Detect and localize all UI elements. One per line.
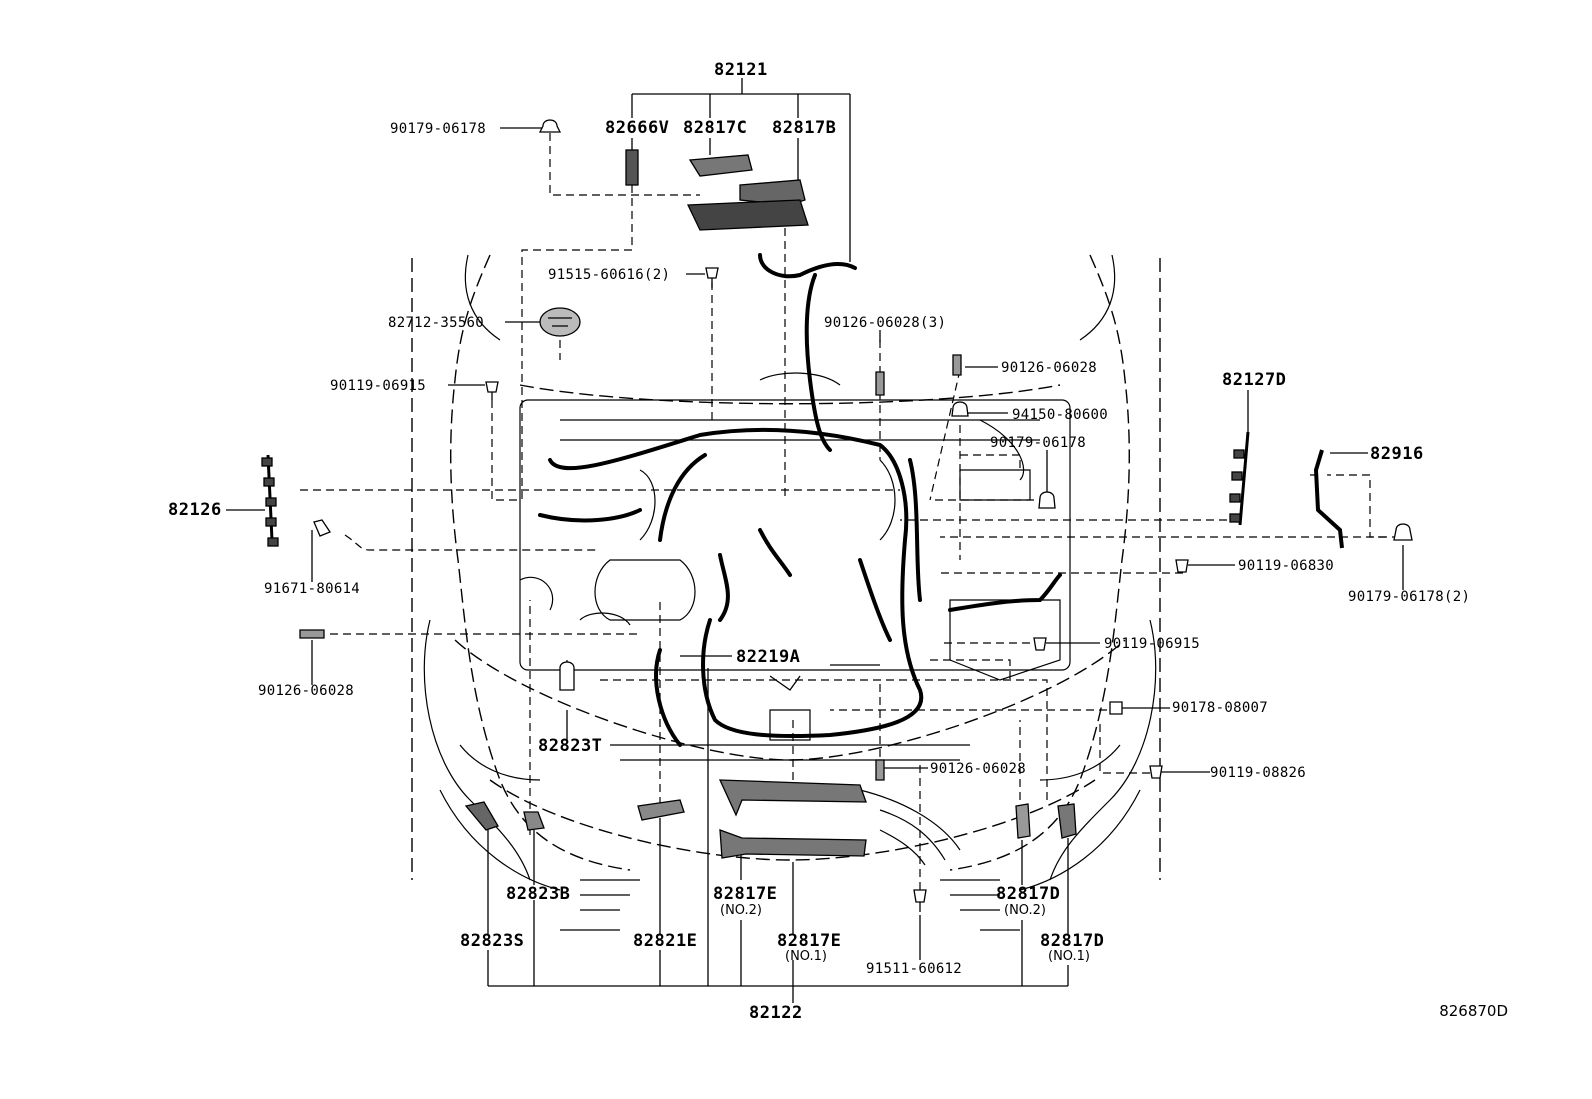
label-90179-06178-top: 90179-06178 <box>390 121 487 137</box>
label-94150-80600: 94150-80600 <box>1012 407 1109 423</box>
label-82126: 82126 <box>168 500 222 520</box>
label-82712-35560: 82712-35560 <box>388 315 485 331</box>
label-82817e-no1-sub: (NO.1) <box>785 949 827 964</box>
label-82916: 82916 <box>1370 444 1424 464</box>
engine-components <box>519 372 1071 741</box>
label-82666v: 82666V <box>605 118 670 138</box>
label-90179-06178-mid: 90179-06178 <box>990 435 1087 451</box>
label-82121: 82121 <box>714 60 768 80</box>
label-82817d-no1-sub: (NO.1) <box>1048 949 1090 964</box>
label-82127d: 82127D <box>1222 370 1287 390</box>
label-90126-06028-left: 90126-06028 <box>258 683 355 699</box>
label-91511-60612: 91511-60612 <box>866 961 963 977</box>
label-90178-08007: 90178-08007 <box>1172 700 1269 716</box>
wire-harness <box>538 253 1062 747</box>
label-90126-06028-lower: 90126-06028 <box>930 761 1027 777</box>
label-82817b: 82817B <box>772 118 837 138</box>
dashed-leaders <box>300 133 1400 890</box>
label-90119-08826: 90119-08826 <box>1210 765 1307 781</box>
label-90179-06178-2: 90179-06178(2) <box>1348 589 1471 605</box>
label-82823s: 82823S <box>460 931 525 951</box>
catalog-number: 826870D <box>1439 1002 1508 1020</box>
label-90119-06915-right: 90119-06915 <box>1104 636 1201 652</box>
bracket-lines <box>226 78 1404 1003</box>
label-82817d-no2: 82817D <box>996 884 1061 904</box>
small-parts <box>261 119 1413 912</box>
label-91671-80614: 91671-80614 <box>264 581 361 597</box>
label-82122: 82122 <box>749 1003 803 1023</box>
label-82817e-no1: 82817E <box>777 931 842 951</box>
label-82219a: 82219A <box>736 647 801 667</box>
label-82817c: 82817C <box>683 118 748 138</box>
label-82817e-no2-sub: (NO.2) <box>720 903 762 918</box>
label-91515-60616: 91515-60616(2) <box>548 267 671 283</box>
label-90126-06028-right: 90126-06028 <box>1001 360 1098 376</box>
label-82817d-no1: 82817D <box>1040 931 1105 951</box>
vehicle-body-solid <box>423 254 1157 931</box>
label-82817e-no2: 82817E <box>713 884 778 904</box>
label-90119-06830: 90119-06830 <box>1238 558 1335 574</box>
label-90126-06028-3: 90126-06028(3) <box>824 315 947 331</box>
label-82821e: 82821E <box>633 931 698 951</box>
label-82823b: 82823B <box>506 884 571 904</box>
label-90119-06915-left: 90119-06915 <box>330 378 427 394</box>
label-82823t: 82823T <box>538 736 603 756</box>
label-82817d-no2-sub: (NO.2) <box>1004 903 1046 918</box>
